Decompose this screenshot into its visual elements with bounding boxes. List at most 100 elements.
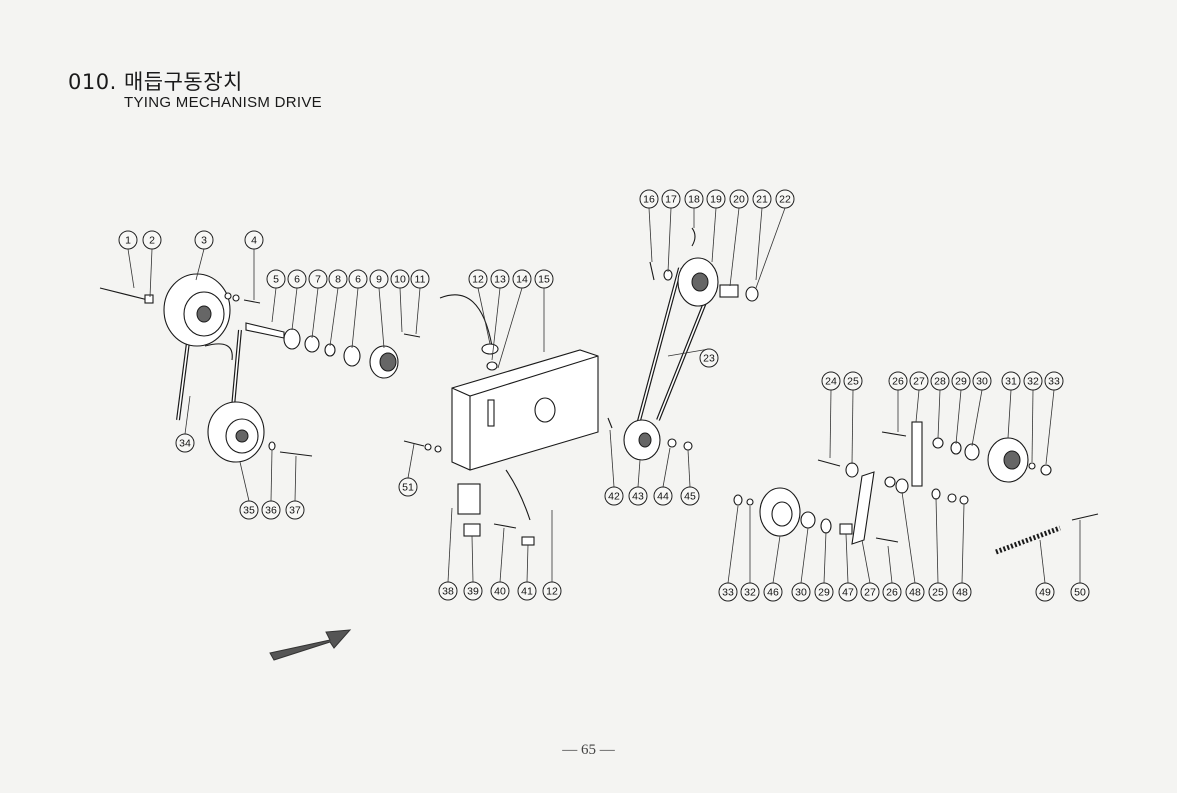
- callout-circle: [328, 269, 348, 289]
- callout-number: 13: [494, 274, 506, 286]
- callout-leader: [823, 531, 827, 584]
- callout-leader: [271, 287, 277, 323]
- callout-circle: [1001, 371, 1021, 391]
- callout-circle: [142, 230, 162, 250]
- callout-number: 27: [864, 587, 876, 599]
- callout-number: 42: [608, 491, 620, 503]
- callout-number: 40: [494, 586, 506, 598]
- callout-circle: [398, 477, 418, 497]
- callout-51: 51: [398, 477, 418, 497]
- callout-26: 26: [888, 371, 908, 391]
- callout-leader: [351, 287, 359, 349]
- callout-number: 16: [643, 194, 655, 206]
- callout-4: 4: [244, 230, 264, 250]
- callout-number: 38: [442, 586, 454, 598]
- callout-34: 34: [175, 433, 195, 453]
- callout-circle: [791, 582, 811, 602]
- callout-circle: [905, 582, 925, 602]
- callout-leader: [1039, 539, 1046, 584]
- callout-24: 24: [821, 371, 841, 391]
- callout-number: 30: [976, 376, 988, 388]
- callout-circle: [175, 433, 195, 453]
- callout-number: 4: [251, 235, 257, 247]
- callout-circle: [718, 582, 738, 602]
- callout-leader: [491, 287, 501, 361]
- callout-number: 45: [684, 491, 696, 503]
- callout-leader: [729, 207, 740, 287]
- callout-circle: [266, 269, 286, 289]
- callout-number: 11: [415, 274, 426, 286]
- callout-number: 47: [842, 587, 854, 599]
- callout-38: 38: [438, 581, 458, 601]
- idler-arm-assembly: [733, 421, 1099, 555]
- tension-arm: [851, 471, 875, 545]
- callout-circle: [838, 582, 858, 602]
- callout-circle: [699, 348, 719, 368]
- callout-leader: [937, 389, 941, 439]
- callout-circle: [930, 371, 950, 391]
- callout-circle: [814, 582, 834, 602]
- callout-41: 41: [517, 581, 537, 601]
- callout-30: 30: [972, 371, 992, 391]
- callout-leader: [845, 533, 849, 584]
- callout-circle: [684, 189, 704, 209]
- callout-11: 11: [410, 269, 430, 289]
- callout-circle: [752, 189, 772, 209]
- callout-40: 40: [490, 581, 510, 601]
- callout-number: 36: [265, 505, 277, 517]
- callout-circle: [775, 189, 795, 209]
- callout-circle: [843, 371, 863, 391]
- callout-leader: [955, 389, 962, 445]
- page-number-value: 65: [581, 742, 596, 758]
- title-korean: 매듭구동장치: [123, 70, 243, 94]
- callout-leader: [415, 287, 421, 335]
- callout-number: 14: [516, 274, 528, 286]
- callout-27: 27: [860, 582, 880, 602]
- callout-number: 41: [521, 586, 533, 598]
- callout-number: 28: [934, 376, 946, 388]
- callout-number: 2: [149, 235, 155, 247]
- callout-48: 48: [952, 582, 972, 602]
- callout-number: 5: [273, 274, 279, 286]
- callout-35: 35: [239, 500, 259, 520]
- callout-number: 39: [467, 586, 479, 598]
- callout-leader: [961, 503, 965, 584]
- bolt-short: [243, 299, 261, 304]
- callout-number: 51: [402, 482, 414, 494]
- callout-circle: [661, 189, 681, 209]
- callout-circle: [1035, 582, 1055, 602]
- callout-27: 27: [909, 371, 929, 391]
- callout-28: 28: [930, 371, 950, 391]
- callout-number: 25: [932, 587, 944, 599]
- callout-leader: [935, 497, 939, 584]
- callout-leader: [971, 389, 983, 447]
- callout-circle: [239, 500, 259, 520]
- callout-circle: [261, 500, 281, 520]
- spring-hook: [1071, 513, 1099, 521]
- callout-leader: [609, 429, 615, 488]
- callout-2: 2: [142, 230, 162, 250]
- callout-39: 39: [463, 581, 483, 601]
- callout-circle: [821, 371, 841, 391]
- callout-leader: [477, 287, 491, 345]
- page-number: — 65 —: [562, 742, 615, 758]
- callout-14: 14: [512, 269, 532, 289]
- callout-leader: [497, 287, 523, 369]
- callout-number: 18: [688, 194, 700, 206]
- callout-25: 25: [843, 371, 863, 391]
- callout-number: 29: [818, 587, 830, 599]
- callout-5: 5: [266, 269, 286, 289]
- callout-leader: [311, 287, 319, 339]
- callout-circle: [972, 371, 992, 391]
- callout-number: 22: [779, 194, 791, 206]
- bearing: [283, 328, 301, 350]
- callout-49: 49: [1035, 582, 1055, 602]
- callout-leader: [499, 527, 505, 583]
- callout-13: 13: [490, 269, 510, 289]
- direction-arrow: [269, 629, 352, 661]
- callout-number: 37: [289, 505, 301, 517]
- callout-18: 18: [684, 189, 704, 209]
- callout-15: 15: [534, 269, 554, 289]
- callout-number: 19: [710, 194, 722, 206]
- callout-number: 15: [538, 274, 550, 286]
